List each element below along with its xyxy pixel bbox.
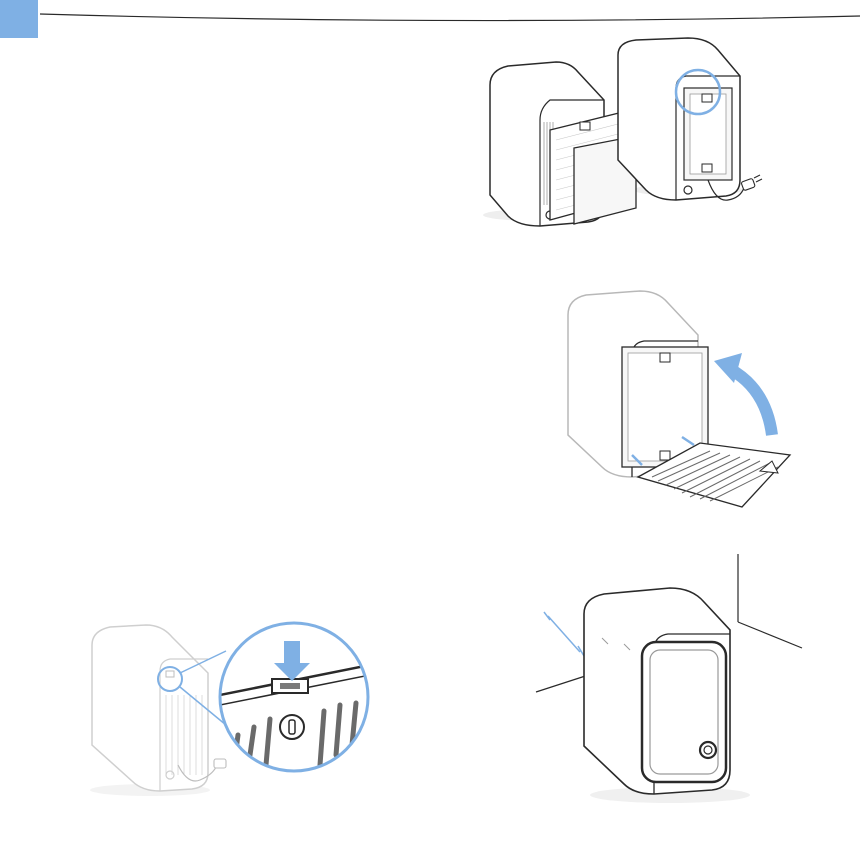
power-plug-icon <box>214 759 226 768</box>
power-plug-icon <box>741 175 762 191</box>
figure-power-button <box>80 615 380 815</box>
section-tab <box>0 0 38 38</box>
air-purifier-icon <box>478 30 768 235</box>
air-purifier-icon <box>560 285 800 510</box>
figure-open-panel <box>560 285 800 510</box>
air-purifier-icon <box>80 615 380 815</box>
figure-filters <box>478 30 768 235</box>
distance-marker-icon <box>544 612 584 656</box>
rotate-arrow-icon <box>714 353 772 435</box>
figure-placement <box>530 550 840 810</box>
room-corner-icon <box>530 550 840 810</box>
